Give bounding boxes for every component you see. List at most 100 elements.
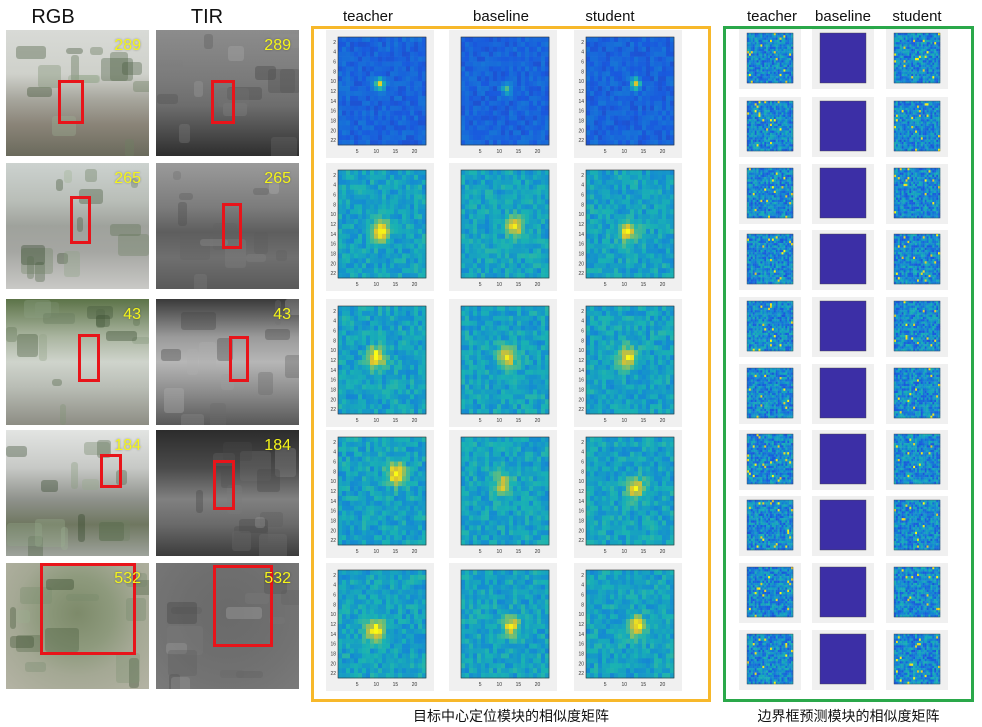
- scene-texture: [179, 124, 190, 143]
- heatmap-cell: [662, 51, 667, 57]
- heatmap-cell: [406, 71, 411, 77]
- heatmap-cell: [606, 81, 611, 87]
- heatmap-cell: [338, 486, 343, 492]
- heatmap-cell: [362, 399, 367, 405]
- heatmap-cell: [418, 51, 423, 57]
- heatmap-cell: [342, 110, 347, 116]
- heatmap-cell: [358, 335, 363, 341]
- heatmap-cell: [418, 81, 423, 87]
- heatmap-cell: [422, 399, 427, 405]
- heatmap-cell: [634, 194, 639, 200]
- heatmap-cell: [374, 471, 379, 477]
- heatmap-cell: [545, 46, 550, 53]
- heatmap-cell: [602, 174, 607, 181]
- heatmap-cell: [630, 310, 635, 317]
- heatmap-cell: [473, 345, 478, 351]
- heatmap-cell: [354, 184, 359, 190]
- heatmap-cell: [346, 456, 351, 462]
- heatmap-cell: [646, 273, 651, 279]
- heatmap-cell: [386, 214, 391, 220]
- heatmap-cell: [390, 228, 395, 235]
- heatmap-cell: [414, 51, 419, 57]
- heatmap-cell: [646, 135, 651, 141]
- heatmap-cell: [477, 399, 482, 405]
- heatmap-cell: [610, 56, 615, 62]
- heatmap-cell: [521, 37, 526, 43]
- heatmap-cell: [541, 76, 546, 82]
- heatmap-cell: [497, 135, 502, 141]
- heatmap-cell: [378, 91, 383, 97]
- y-tick-label: 18: [330, 252, 336, 258]
- scene-texture: [223, 103, 247, 116]
- heatmap-cell: [422, 61, 427, 67]
- heatmap-cell: [606, 389, 611, 395]
- heatmap-cell: [509, 340, 514, 346]
- heatmap-cell: [398, 224, 403, 230]
- heatmap-cell: [517, 179, 522, 186]
- heatmap-cell: [342, 495, 347, 502]
- heatmap-cell: [354, 441, 359, 448]
- heatmap-cell: [461, 409, 466, 415]
- heatmap-cell: [422, 46, 427, 53]
- heatmap-cell: [602, 325, 607, 331]
- heatmap-cell: [338, 409, 343, 415]
- heatmap-cell: [489, 214, 494, 220]
- heatmap-cell: [586, 350, 591, 356]
- heatmap-cell: [630, 355, 635, 361]
- heatmap-cell: [402, 437, 407, 443]
- heatmap-cell: [594, 330, 599, 336]
- heatmap-cell: [342, 115, 347, 121]
- heatmap-cell: [670, 174, 675, 181]
- heatmap-cell: [666, 170, 671, 176]
- heatmap-cell: [590, 399, 595, 405]
- heatmap-cell: [626, 399, 631, 405]
- heatmap-cell: [521, 369, 526, 376]
- heatmap-cell: [390, 86, 395, 92]
- heatmap-cell: [606, 409, 611, 415]
- heatmap-cell: [541, 360, 546, 366]
- heatmap-cell: [634, 66, 639, 72]
- heatmap-cell: [638, 120, 643, 126]
- heatmap-cell: [481, 399, 486, 405]
- heatmap-cell: [493, 369, 498, 376]
- heatmap-cell: [650, 253, 655, 259]
- heatmap-cell: [406, 214, 411, 220]
- heatmap-cell: [414, 66, 419, 72]
- heatmap-cell: [505, 86, 510, 92]
- heatmap-cell: [618, 189, 623, 195]
- heatmap-cell: [346, 335, 351, 341]
- heatmap-cell: [469, 71, 474, 77]
- heatmap-cell: [606, 263, 611, 269]
- heatmap-cell: [414, 384, 419, 390]
- heatmap-cell: [465, 374, 470, 380]
- heatmap-cell: [610, 325, 615, 331]
- heatmap-cell: [642, 81, 647, 87]
- heatmap-cell: [346, 330, 351, 336]
- heatmap-cell: [634, 61, 639, 67]
- heatmap-cell: [473, 120, 478, 126]
- heatmap-cell: [374, 310, 379, 317]
- heatmap-cell: [517, 228, 522, 235]
- heatmap-cell: [586, 335, 591, 341]
- heatmap-cell: [398, 204, 403, 210]
- heatmap-cell: [469, 224, 474, 230]
- heatmap-cell: [402, 340, 407, 346]
- heatmap-cell: [610, 350, 615, 356]
- heatmap-cell: [493, 224, 498, 230]
- heatmap-cell: [342, 500, 347, 507]
- heatmap-cell: [602, 394, 607, 400]
- heatmap-cell: [465, 404, 470, 410]
- heatmap-cell: [354, 446, 359, 453]
- heatmap-cell: [541, 228, 546, 235]
- heatmap-cell: [350, 204, 355, 210]
- heatmap-cell: [402, 404, 407, 410]
- heatmap-cell: [650, 199, 655, 205]
- heatmap-cell: [642, 140, 647, 146]
- heatmap-cell: [362, 409, 367, 415]
- heatmap-cell: [362, 253, 367, 259]
- heatmap-cell: [505, 91, 510, 97]
- heatmap-cell: [338, 273, 343, 279]
- heatmap-cell: [402, 66, 407, 72]
- heatmap-cell: [358, 456, 363, 462]
- heatmap-cell: [618, 209, 623, 215]
